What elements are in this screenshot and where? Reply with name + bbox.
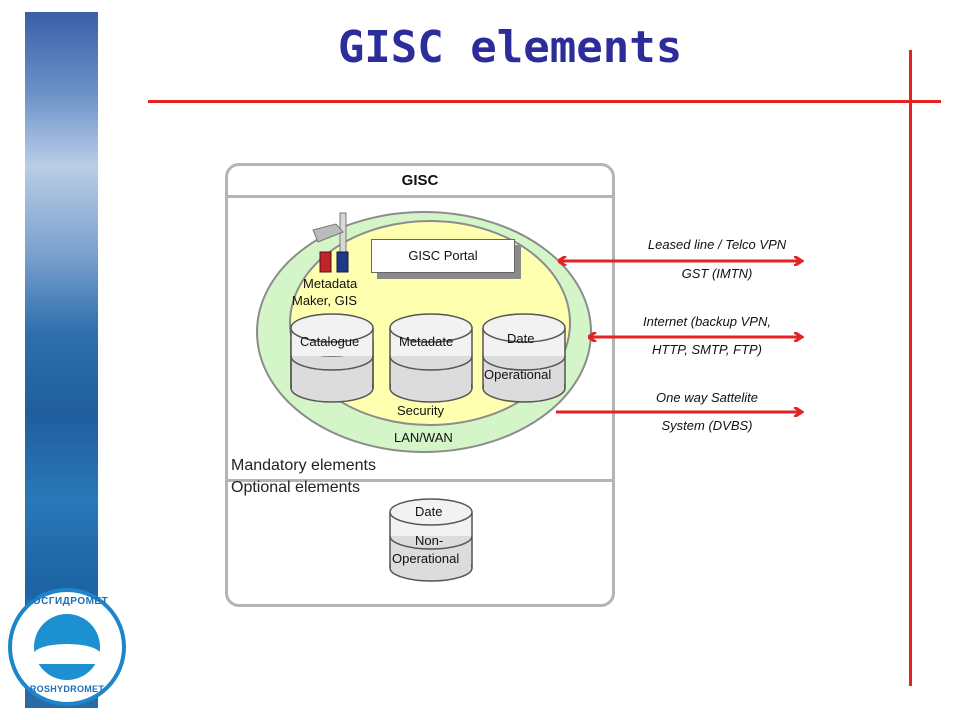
lan-wan-label: LAN/WAN [394,430,453,445]
mandatory-optional-divider [228,479,612,482]
date-operational-bottom-label: Operational [484,367,552,382]
leased-line-label: Leased line / Telco VPN [647,237,787,252]
date-operational-cylinder [482,313,566,403]
date-non-op-top-label: Date [415,504,443,519]
mandatory-elements-label: Mandatory elements [231,457,376,474]
roshydromet-logo: РОСГИДРОМЕТ ROSHYDROMET [8,588,126,706]
catalogue-cylinder [290,313,374,403]
logo-wave [34,644,100,664]
security-label: Security [397,403,444,418]
metadata-maker-label-1: Metadata [303,276,358,291]
metadata-cylinder [389,313,473,403]
satellite-label: One way Sattelite [656,390,758,405]
gst-imtn-label: GST (IMTN) [681,266,753,281]
title-underline [148,100,941,103]
metadata-maker-label-2: Maker, GIS [292,293,358,308]
metadata-maker-icon [312,212,349,273]
gisc-portal-label: GISC Portal [408,248,478,263]
http-smtp-ftp-label: HTTP, SMTP, FTP) [651,342,763,357]
date-non-op-label-2: Operational [392,551,460,566]
date-operational-top-label: Date [507,331,535,346]
right-vertical-line [909,50,912,686]
gisc-box-title: GISC [401,172,439,189]
dvbs-label: System (DVBS) [661,418,753,433]
catalogue-label: Catalogue [300,334,360,349]
page-title: GISC elements [337,22,683,73]
logo-text-bottom: ROSHYDROMET [29,684,105,694]
internet-label: Internet (backup VPN, [643,314,771,329]
date-non-operational-cylinder [389,498,473,582]
metadata-label: Metadate [399,334,454,349]
logo-text-top: РОСГИДРОМЕТ [25,596,109,607]
gisc-header: GISC [228,166,612,198]
gisc-portal-box: GISC Portal [371,239,515,273]
optional-elements-label: Optional elements [231,479,360,496]
date-non-op-label-1: Non- [415,533,444,548]
